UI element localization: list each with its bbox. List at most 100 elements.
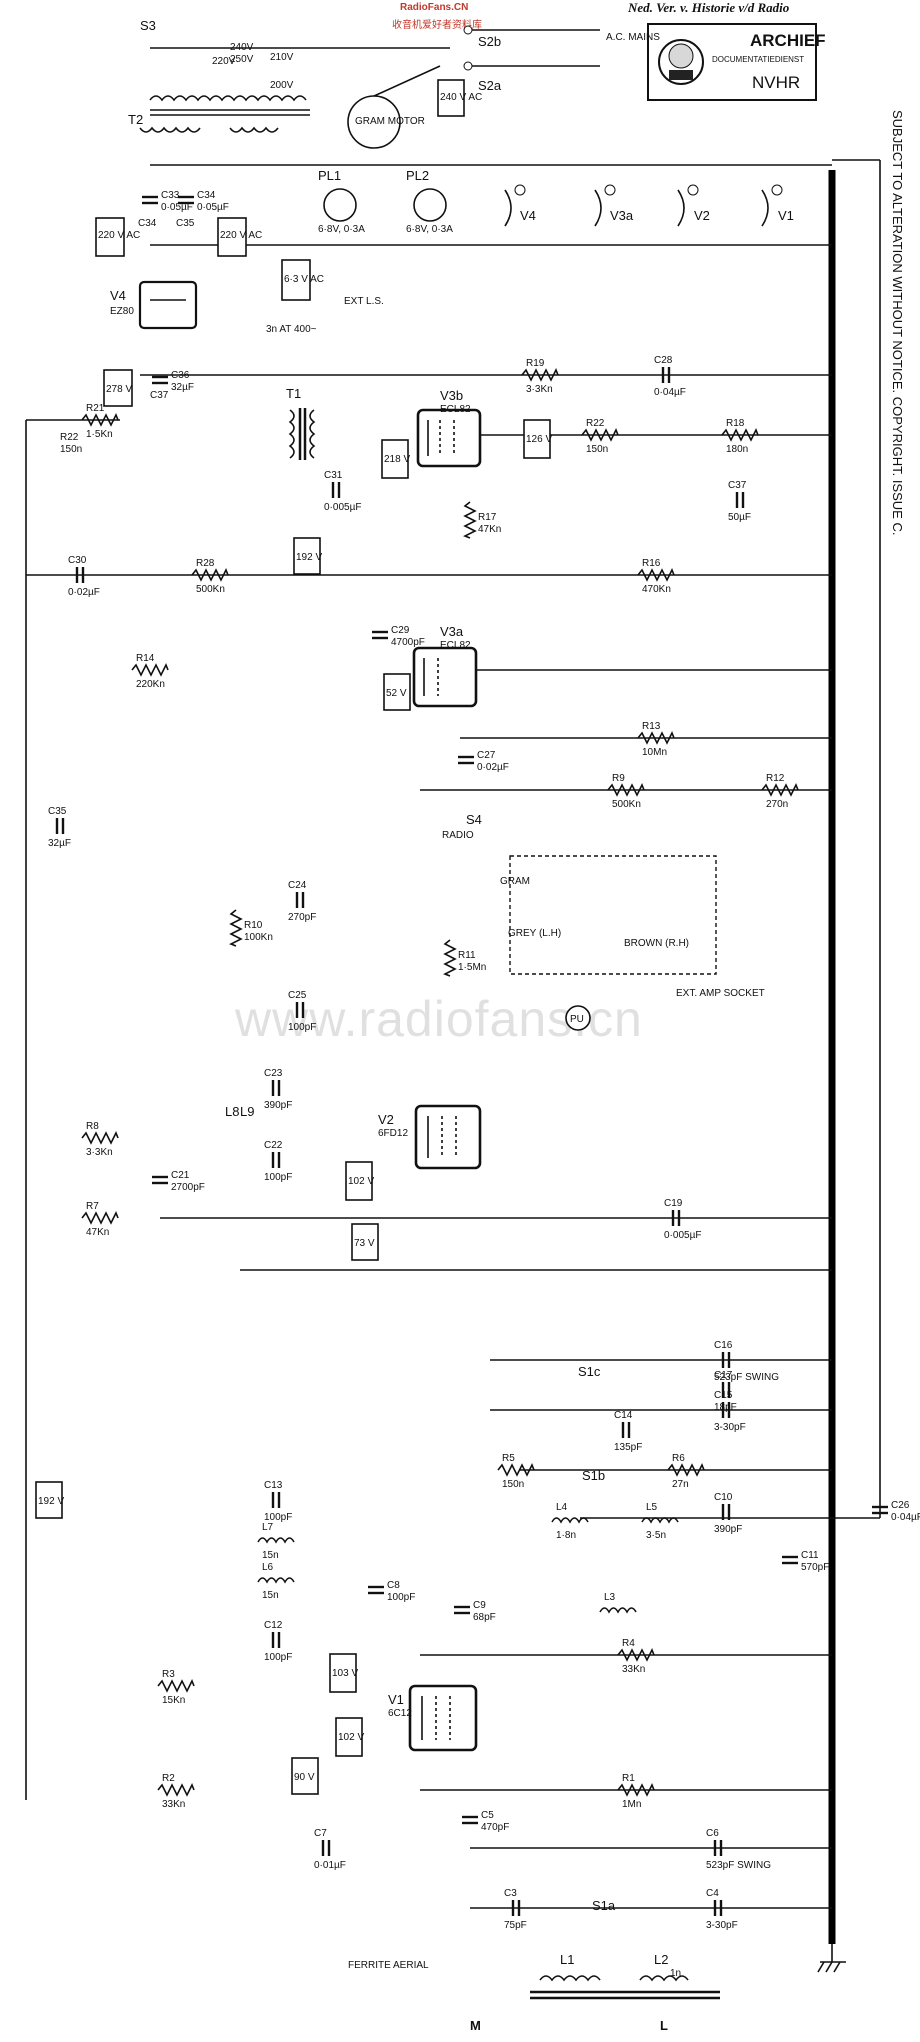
resistor-value: 150n — [586, 444, 608, 455]
resistor-ref: R22 — [586, 418, 605, 429]
capacitor-c4: C43-30pF — [706, 1888, 738, 1931]
pl2-rating: 6·8V, 0·3A — [406, 224, 453, 235]
rf-ht-voltage: 192 V — [38, 1496, 64, 1507]
valve-v4: V4 EZ80 220 V AC 220 V AC 6·3 V AC 278 V… — [60, 217, 324, 455]
ferrite-label: FERRITE AERIAL — [348, 1960, 429, 1971]
coil-ref: L7 — [262, 1522, 274, 1533]
coil-l3: L3 — [599, 1592, 637, 1614]
resistor-ref: R3 — [162, 1669, 175, 1680]
alteration-notice: SUBJECT TO ALTERATION WITHOUT NOTICE. CO… — [890, 110, 905, 535]
resistor-value: 500Kn — [612, 799, 641, 810]
v3a-anode-voltage: 52 V — [386, 688, 407, 699]
c36-label: C37 — [150, 390, 169, 401]
ac-mains-label: A.C. MAINS — [606, 32, 660, 43]
resistor-value: 180n — [726, 444, 748, 455]
resistor-ref: R13 — [642, 721, 661, 732]
capacitor-ref: C31 — [324, 470, 343, 481]
capacitor-ref: C34 — [197, 190, 216, 201]
capacitor-value: 100pF — [264, 1512, 292, 1523]
pl1-rating: 6·8V, 0·3A — [318, 224, 365, 235]
v1-anode-voltage: 90 V — [294, 1772, 315, 1783]
coil-value: 15n — [262, 1590, 279, 1601]
v4-type: EZ80 — [110, 306, 134, 317]
v4-ref: V4 — [110, 288, 126, 303]
capacitor-value: 0·02µF — [68, 587, 100, 598]
resistor-value: 150n — [502, 1479, 524, 1490]
capacitor-value: 523pF SWING — [706, 1860, 771, 1871]
capacitor-value: 470pF — [481, 1822, 509, 1833]
ext-ls-label: EXT L.S. — [344, 296, 384, 307]
valve-v2: V2 6FD12 102 V 73 V L8 L9 — [225, 1104, 482, 1261]
resistor-ref: R1 — [622, 1773, 635, 1784]
stamp-line2: DOCUMENTATIEDIENST — [712, 55, 804, 64]
coil-ref: L5 — [646, 1502, 658, 1513]
capacitor-value: 0·01µF — [314, 1860, 346, 1871]
coil-ref: L3 — [604, 1592, 616, 1603]
capacitor-ref: C19 — [664, 1198, 683, 1209]
capacitor-ref: C21 — [171, 1170, 190, 1181]
pl1-label: PL1 — [318, 168, 341, 183]
heater-ac-voltage: 6·3 V AC — [284, 274, 324, 285]
resistor-r1: R1 1Mn — [617, 1773, 655, 1810]
feed-lines — [26, 159, 881, 1909]
capacitor-ref: C6 — [706, 1828, 719, 1839]
input-switching: RADIO GRAM GREY (L.H) BROWN (R.H) PU EXT… — [442, 812, 765, 1031]
coil-l4: L41·8n — [551, 1502, 589, 1541]
l9-label: L9 — [240, 1104, 254, 1119]
capacitor-value: 135pF — [614, 1442, 642, 1453]
capacitor-value: 50µF — [728, 512, 751, 523]
brown-lead-label: BROWN (R.H) — [624, 938, 689, 949]
resistor-value: 270n — [766, 799, 788, 810]
capacitor-value: 100pF — [288, 1022, 316, 1033]
resistor-ref: R2 — [162, 1773, 175, 1784]
capacitor-ref: C7 — [314, 1828, 327, 1839]
archive-stamp: ARCHIEF DOCUMENTATIEDIENST NVHR — [647, 23, 826, 101]
resistor-value: 1·5Kn — [86, 429, 113, 440]
capacitor-value: 100pF — [387, 1592, 415, 1603]
v1-type: 6C12 — [388, 1708, 412, 1719]
capacitor-value: 3-30pF — [706, 1920, 738, 1931]
capacitor-ref: C27 — [477, 750, 496, 761]
gram-label: GRAM — [500, 876, 530, 887]
switch-s4: S4 — [466, 812, 482, 827]
capacitor-value: 2700pF — [171, 1182, 205, 1193]
v3b-cathode-voltage: 126 V — [526, 434, 552, 445]
capacitor-ref: C36 — [171, 370, 190, 381]
t1-label: T1 — [286, 386, 301, 401]
resistor-value: 1Mn — [622, 1799, 641, 1810]
t2-label: T2 — [128, 112, 143, 127]
capacitor-value: 570pF — [801, 1562, 829, 1573]
capacitor-ref: C9 — [473, 1600, 486, 1611]
v1-screen-voltage: 102 V — [338, 1732, 364, 1743]
v4-ac-left: 220 V AC — [98, 230, 140, 241]
v1-ref: V1 — [388, 1692, 404, 1707]
capacitor-ref: C29 — [391, 625, 410, 636]
v2-screen-voltage: 102 V — [348, 1176, 374, 1187]
resistor-value: 3·3Kn — [526, 384, 553, 395]
r21-label: R22 — [60, 432, 79, 443]
v3-hts-voltage: 192 V — [296, 552, 322, 563]
valve-v1: V1 6C12 103 V 102 V 90 V 192 V — [35, 1481, 478, 1795]
resistor-value: 470Kn — [642, 584, 671, 595]
